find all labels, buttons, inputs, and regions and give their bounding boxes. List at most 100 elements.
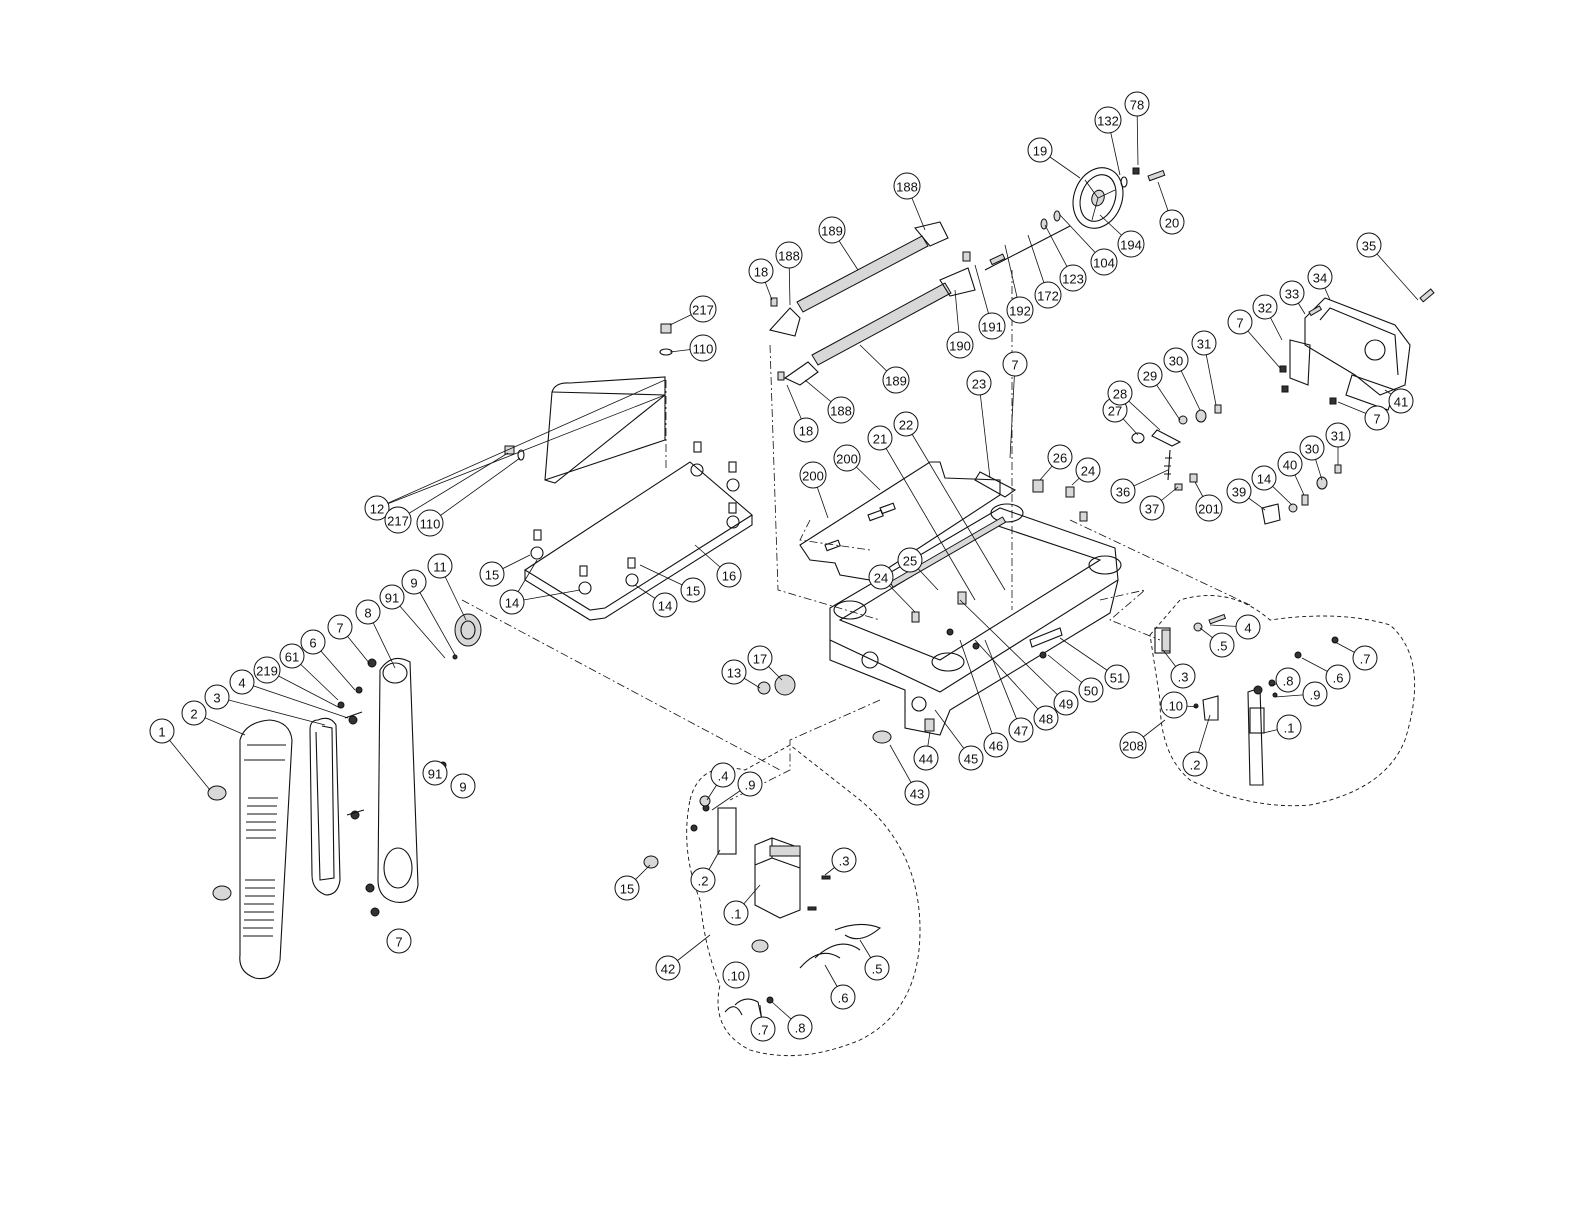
callout-44: 44 <box>913 745 939 771</box>
callout-29: 29 <box>1137 362 1163 388</box>
belt-fasteners <box>337 686 447 820</box>
cover-plate <box>523 441 753 621</box>
callout-label: .9 <box>1310 688 1321 703</box>
callout-4: 4 <box>229 669 255 695</box>
callout-label: 15 <box>485 568 499 583</box>
callout-110: 110 <box>416 509 444 537</box>
callout-label: 217 <box>387 514 409 529</box>
callout-dot-1: .1 <box>723 900 749 926</box>
callout-label: 36 <box>1116 485 1130 500</box>
callout-label: 191 <box>981 320 1003 335</box>
callout-label: 31 <box>1197 337 1211 352</box>
callout-21: 21 <box>867 425 893 451</box>
callout-label: 192 <box>1009 304 1031 319</box>
blade-guard-detail-outline <box>1149 595 1415 807</box>
callout-dot-10: .10 <box>722 961 750 989</box>
callout-7: 7 <box>1002 351 1028 377</box>
callout-43: 43 <box>904 780 930 806</box>
callout-dot-9: .9 <box>737 771 763 797</box>
callout-50: 50 <box>1078 677 1104 703</box>
callout-label: 26 <box>1053 451 1067 466</box>
callout-label: 12 <box>370 502 384 517</box>
callout-32: 32 <box>1252 294 1278 320</box>
callout-dot-6: .6 <box>830 984 856 1010</box>
belt-back-plate <box>365 657 419 917</box>
callout-label: .3 <box>839 854 850 869</box>
callout-label: 15 <box>686 584 700 599</box>
callout-label: 208 <box>1122 739 1144 754</box>
callout-17: 17 <box>747 645 773 671</box>
callout-label: 51 <box>1110 671 1124 686</box>
callout-label: 172 <box>1037 289 1059 304</box>
callout-35: 35 <box>1356 232 1382 258</box>
callout-dot-4: .4 <box>710 762 736 788</box>
callout-label: 104 <box>1093 256 1115 271</box>
callout-1: 1 <box>149 718 175 744</box>
callout-label: .10 <box>1165 699 1183 714</box>
callout-label: 50 <box>1084 684 1098 699</box>
callout-label: 8 <box>364 606 371 621</box>
callout-label: .9 <box>745 778 756 793</box>
callout-18: 18 <box>748 258 774 284</box>
callout-217: 217 <box>689 295 717 323</box>
callout-label: .6 <box>838 991 849 1006</box>
callout-dot-9: .9 <box>1302 681 1328 707</box>
blade-guard-parts <box>1154 613 1339 786</box>
callout-label: 17 <box>753 652 767 667</box>
callout-dot-8: .8 <box>1275 667 1301 693</box>
callout-22: 22 <box>893 411 919 437</box>
callout-label: 78 <box>1130 98 1144 113</box>
switch-box <box>643 795 882 1021</box>
callout-label: 7 <box>1373 412 1380 427</box>
callout-28: 28 <box>1107 380 1133 406</box>
callout-label: 43 <box>910 787 924 802</box>
callout-label: 4 <box>1244 621 1251 636</box>
callout-2: 2 <box>181 700 207 726</box>
callout-label: 16 <box>722 569 736 584</box>
side-cover <box>1279 288 1435 411</box>
callout-label: 200 <box>802 469 824 484</box>
callout-34: 34 <box>1307 264 1333 290</box>
callout-label: 49 <box>1059 697 1073 712</box>
callout-dot-2: .2 <box>690 867 716 893</box>
callout-label: 41 <box>1394 395 1408 410</box>
callout-label: 31 <box>1331 429 1345 444</box>
callout-192: 192 <box>1006 296 1034 324</box>
callout-label: .3 <box>1178 670 1189 685</box>
belt-guard <box>207 719 293 980</box>
callout-label: 190 <box>949 339 971 354</box>
callout-label: 188 <box>896 180 918 195</box>
callout-172: 172 <box>1034 281 1062 309</box>
callout-label: 28 <box>1113 387 1127 402</box>
callout-label: 33 <box>1285 287 1299 302</box>
callout-188: 188 <box>827 396 855 424</box>
callout-15: 15 <box>479 561 505 587</box>
callout-label: 7 <box>1011 358 1018 373</box>
callout-12: 12 <box>364 495 390 521</box>
callout-42: 42 <box>655 955 681 981</box>
callout-189: 189 <box>818 216 846 244</box>
callout-208: 208 <box>1119 731 1147 759</box>
callout-132: 132 <box>1094 106 1122 134</box>
callout-label: 200 <box>836 452 858 467</box>
callout-18: 18 <box>793 417 819 443</box>
callout-6: 6 <box>300 629 326 655</box>
callout-200: 200 <box>833 444 861 472</box>
callout-123: 123 <box>1059 264 1087 292</box>
callout-label: 44 <box>919 752 933 767</box>
callout-label: .4 <box>718 769 729 784</box>
callout-label: 188 <box>778 249 800 264</box>
callout-label: 46 <box>989 739 1003 754</box>
callout-24: 24 <box>1075 457 1101 483</box>
callout-48: 48 <box>1033 705 1059 731</box>
callout-label: 30 <box>1305 442 1319 457</box>
callout-9: 9 <box>401 569 427 595</box>
callout-label: .7 <box>1360 652 1371 667</box>
callout-label: 24 <box>874 571 888 586</box>
callout-label: 4 <box>238 676 245 691</box>
callout-46: 46 <box>983 732 1009 758</box>
callout-label: 7 <box>395 935 402 950</box>
callout-31: 31 <box>1191 330 1217 356</box>
callout-dot-10: .10 <box>1160 691 1188 719</box>
callout-label: 9 <box>410 576 417 591</box>
